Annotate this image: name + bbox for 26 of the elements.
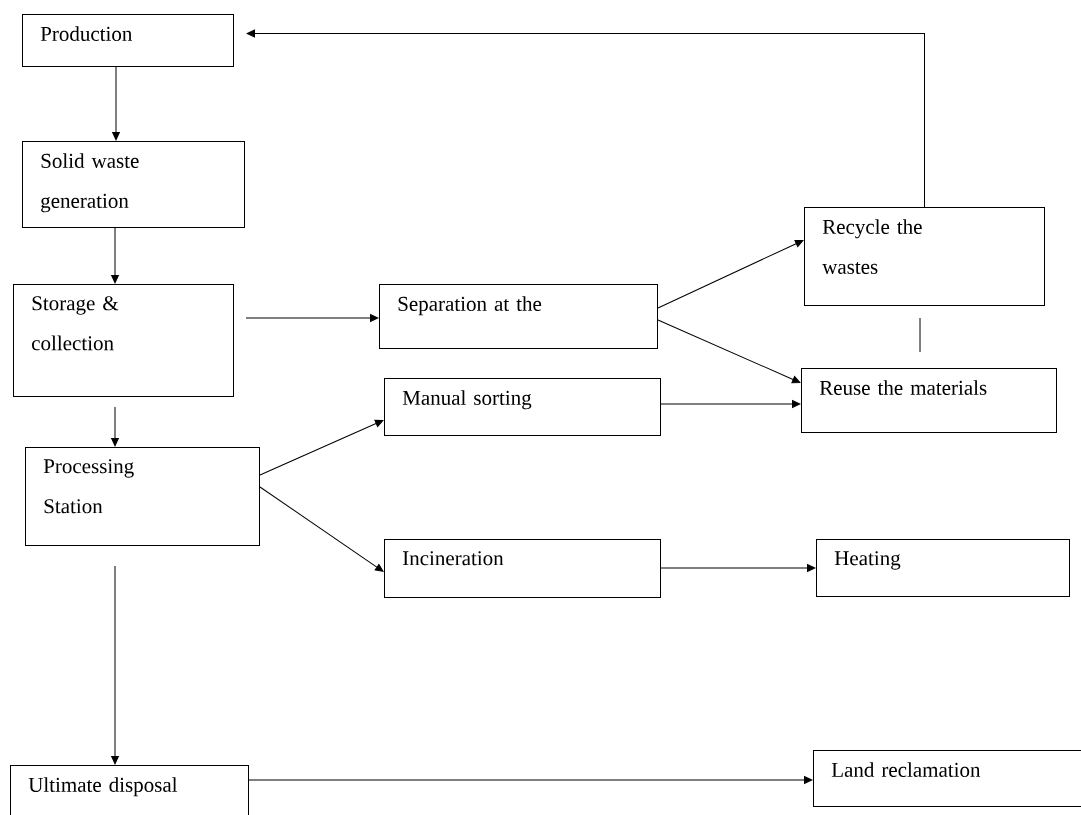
arrow <box>111 227 119 284</box>
arrow <box>660 400 801 408</box>
connector-line <box>919 317 921 353</box>
process-box: Separation at the <box>379 284 658 349</box>
process-box: Solid waste generation <box>22 141 245 228</box>
process-box: Production <box>22 14 234 67</box>
arrow <box>112 66 120 141</box>
arrow <box>259 419 384 476</box>
process-box: Manual sorting <box>384 378 661 436</box>
arrow <box>660 564 816 572</box>
process-box: Incineration <box>384 539 661 598</box>
process-box: Processing Station <box>25 447 260 546</box>
process-box: Recycle the wastes <box>804 207 1045 306</box>
arrow <box>657 319 801 384</box>
arrow <box>259 486 384 572</box>
process-box: Storage & collection <box>13 284 234 397</box>
arrow <box>657 240 804 309</box>
arrow <box>246 29 925 208</box>
arrow <box>111 565 119 765</box>
process-box: Ultimate disposal <box>10 765 249 815</box>
arrow <box>111 406 119 447</box>
process-box: Land reclamation <box>813 750 1081 807</box>
arrow <box>248 776 813 784</box>
process-box: Heating <box>816 539 1070 597</box>
process-box: Reuse the materials <box>801 368 1057 433</box>
arrow <box>245 314 379 322</box>
